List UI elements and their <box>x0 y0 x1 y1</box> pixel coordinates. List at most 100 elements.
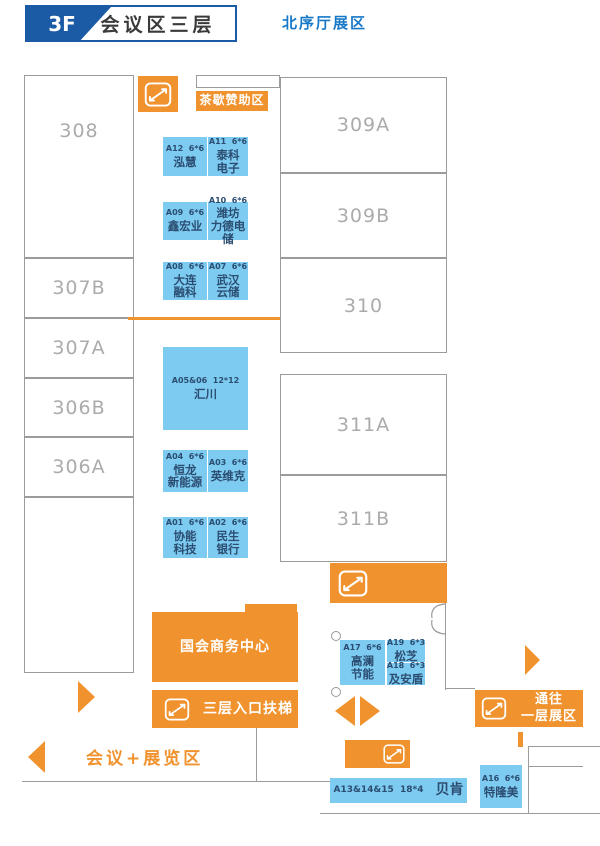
booth-name: 武汉 云储 <box>216 272 240 300</box>
escalator-mid <box>330 563 447 603</box>
room-306B: 306B <box>24 378 134 437</box>
wall-segment <box>528 746 529 813</box>
room-label: 311B <box>336 507 391 530</box>
tea-break-sponsor-zone: 茶歇赞助区 <box>196 91 268 111</box>
booth-name: 汇川 <box>194 386 217 401</box>
booth-id-size: A03 6*6 <box>208 458 248 468</box>
booth-id-size: A16 6*6 <box>481 773 521 783</box>
escalator-icon <box>338 570 368 597</box>
room-label: 310 <box>343 294 384 317</box>
orange-divider-line <box>128 317 280 320</box>
escalator-icon <box>164 697 190 721</box>
booth-id-size: A10 6*6 <box>208 195 248 205</box>
booth-A13&14&15: A13&14&15 18*4 贝肯 <box>330 778 467 803</box>
wall-segment <box>196 75 280 88</box>
booth-id-size: A09 6*6 <box>165 208 205 218</box>
booth-name: 泓慧 <box>173 154 197 169</box>
floor-banner: 3F 会议区三层 <box>25 5 237 42</box>
room-308: 308 <box>24 75 134 258</box>
booth-name: 高澜 节能 <box>351 654 374 681</box>
room-311B: 311B <box>280 475 447 562</box>
booth-id-size: A11 6*6 <box>208 137 248 147</box>
to-first-floor-exhibition: 通往 一层展区 <box>475 690 583 727</box>
booth-id-size: A19 6*3 <box>386 638 426 648</box>
arrow-right <box>525 645 540 675</box>
wall-segment <box>528 746 600 747</box>
booth-name: 及安盾 <box>388 672 424 687</box>
booth-id-size: A13&14&15 18*4 <box>333 784 424 795</box>
booth-id-size: A17 6*6 <box>343 643 382 653</box>
booth-id-size: A07 6*6 <box>208 261 248 271</box>
booth-id-size: A12 6*6 <box>165 143 205 153</box>
escalator-bottom <box>345 740 410 768</box>
door-arc-icon <box>431 603 446 635</box>
booth-name: 英维克 <box>210 469 246 484</box>
booth-id-size: A02 6*6 <box>208 518 248 528</box>
arrow-right <box>78 681 95 713</box>
room-309B: 309B <box>280 173 447 258</box>
zone-label: 三层入口扶梯 <box>203 700 293 717</box>
booth-name: 特隆美 <box>483 784 519 799</box>
orange-divider-line <box>245 604 297 613</box>
room-306A: 306A <box>24 437 134 497</box>
escalator-top <box>138 76 178 112</box>
booth-name: 松芝 <box>394 649 418 664</box>
banner-title: 会议区三层 <box>100 14 216 36</box>
room-label: 309B <box>336 204 391 227</box>
booth-name: 潍坊 力德电储 <box>210 206 246 246</box>
wall-segment <box>256 727 257 781</box>
column-circle <box>331 631 341 641</box>
room-311A: 311A <box>280 374 447 475</box>
booth-name: 协能 科技 <box>173 529 197 556</box>
room-307A: 307A <box>24 318 134 378</box>
orange-divider-line <box>518 732 523 747</box>
room-label: 309A <box>336 114 391 136</box>
room-label: 306A <box>52 456 106 478</box>
label-text: 会议+展览区 <box>86 748 204 769</box>
booth-name: 恒龙 新能源 <box>167 462 203 490</box>
zone-label: 国会商务中心 <box>180 638 270 655</box>
arrow-left <box>335 696 355 726</box>
area-title: 北序厅展区 <box>282 14 368 32</box>
zone-label: 通往 一层展区 <box>520 691 577 724</box>
booth-name: 大连 融科 <box>173 272 197 300</box>
booth-name: 泰科 电子 <box>216 148 240 175</box>
room-310: 310 <box>280 258 447 353</box>
room-309A: 309A <box>280 77 447 173</box>
booth-id-size: A18 6*3 <box>386 661 426 671</box>
escalator-icon <box>144 81 172 107</box>
booth-name: 鑫宏业 <box>167 219 203 234</box>
booth-id-size: A08 6*6 <box>165 261 205 271</box>
arrow-right <box>360 696 380 726</box>
room-label: 307B <box>52 277 106 299</box>
arrow-left <box>28 741 45 773</box>
room-label: 311A <box>336 413 391 436</box>
room-label: 306B <box>52 396 106 419</box>
conference-exhibition-area-label: 会议+展览区 <box>86 742 226 770</box>
wall-segment <box>320 813 600 814</box>
booth-name: 民生 银行 <box>216 529 240 556</box>
third-floor-entrance-escalator: 三层入口扶梯 <box>152 690 298 728</box>
booth-name: 贝肯 <box>435 781 464 798</box>
room-unlabeled <box>24 497 134 673</box>
column-circle <box>331 687 341 697</box>
wall-segment <box>445 688 475 689</box>
escalator-icon <box>481 697 507 720</box>
booth-id-size: A01 6*6 <box>165 518 205 528</box>
booth-id-size: A05&06 12*12 <box>171 375 240 385</box>
